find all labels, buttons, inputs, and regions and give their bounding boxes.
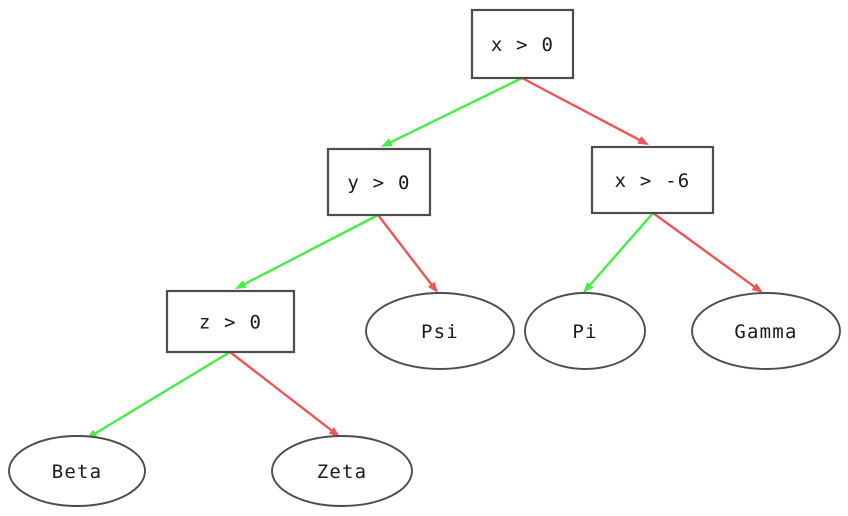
edge-line-true — [587, 212, 654, 288]
node-shape-box — [326, 147, 432, 217]
arrowhead-icon — [381, 138, 393, 147]
node-shape-box — [165, 289, 296, 354]
edge-z_gt_0-to-beta — [86, 350, 231, 439]
edges-layer — [86, 76, 763, 439]
node-label: x > -6 — [615, 170, 691, 192]
node-pi[interactable]: Pi — [524, 292, 646, 370]
node-label: Zeta — [317, 461, 368, 483]
edge-x_gt_m6-to-gamma — [652, 212, 763, 293]
edge-line-true — [387, 76, 523, 145]
edge-y_gt_0-to-z_gt_0 — [235, 213, 379, 289]
arrowhead-icon — [583, 281, 594, 293]
edge-root-to-x_gt_m6 — [521, 76, 649, 145]
node-shape-ellipse — [8, 435, 146, 507]
edge-line-false — [229, 351, 335, 434]
node-psi[interactable]: Psi — [365, 292, 515, 370]
node-label: Pi — [572, 321, 597, 343]
node-root[interactable]: x > 0 — [470, 8, 575, 80]
node-shape-ellipse — [524, 292, 646, 370]
edge-line-false — [377, 214, 435, 288]
arrowhead-icon — [637, 136, 649, 145]
arrowhead-icon — [751, 283, 763, 293]
edge-root-to-y_gt_0 — [381, 76, 523, 147]
node-gamma[interactable]: Gamma — [691, 292, 841, 370]
node-label: y > 0 — [347, 172, 410, 194]
edge-line-true — [92, 350, 231, 436]
node-shape-ellipse — [365, 292, 515, 370]
node-label: Beta — [52, 461, 103, 483]
node-label: z > 0 — [199, 312, 262, 334]
edge-line-true — [241, 213, 379, 287]
arrowhead-icon — [235, 280, 247, 289]
node-y_gt_0[interactable]: y > 0 — [326, 147, 432, 217]
node-label: Psi — [421, 321, 459, 343]
node-shape-box — [470, 8, 575, 80]
edge-z_gt_0-to-zeta — [229, 351, 340, 437]
node-shape-box — [590, 145, 715, 215]
node-x_gt_m6[interactable]: x > -6 — [590, 145, 715, 215]
node-shape-ellipse — [271, 435, 413, 507]
node-label: Gamma — [734, 321, 797, 343]
edge-y_gt_0-to-psi — [377, 214, 438, 293]
node-z_gt_0[interactable]: z > 0 — [165, 289, 296, 354]
arrowhead-icon — [328, 426, 340, 437]
node-zeta[interactable]: Zeta — [271, 435, 413, 507]
edge-line-false — [521, 76, 643, 143]
arrowhead-icon — [427, 281, 438, 293]
edge-line-false — [652, 212, 758, 290]
node-label: x > 0 — [491, 34, 554, 56]
node-beta[interactable]: Beta — [8, 435, 146, 507]
edge-x_gt_m6-to-pi — [583, 212, 654, 293]
node-shape-ellipse — [691, 292, 841, 370]
